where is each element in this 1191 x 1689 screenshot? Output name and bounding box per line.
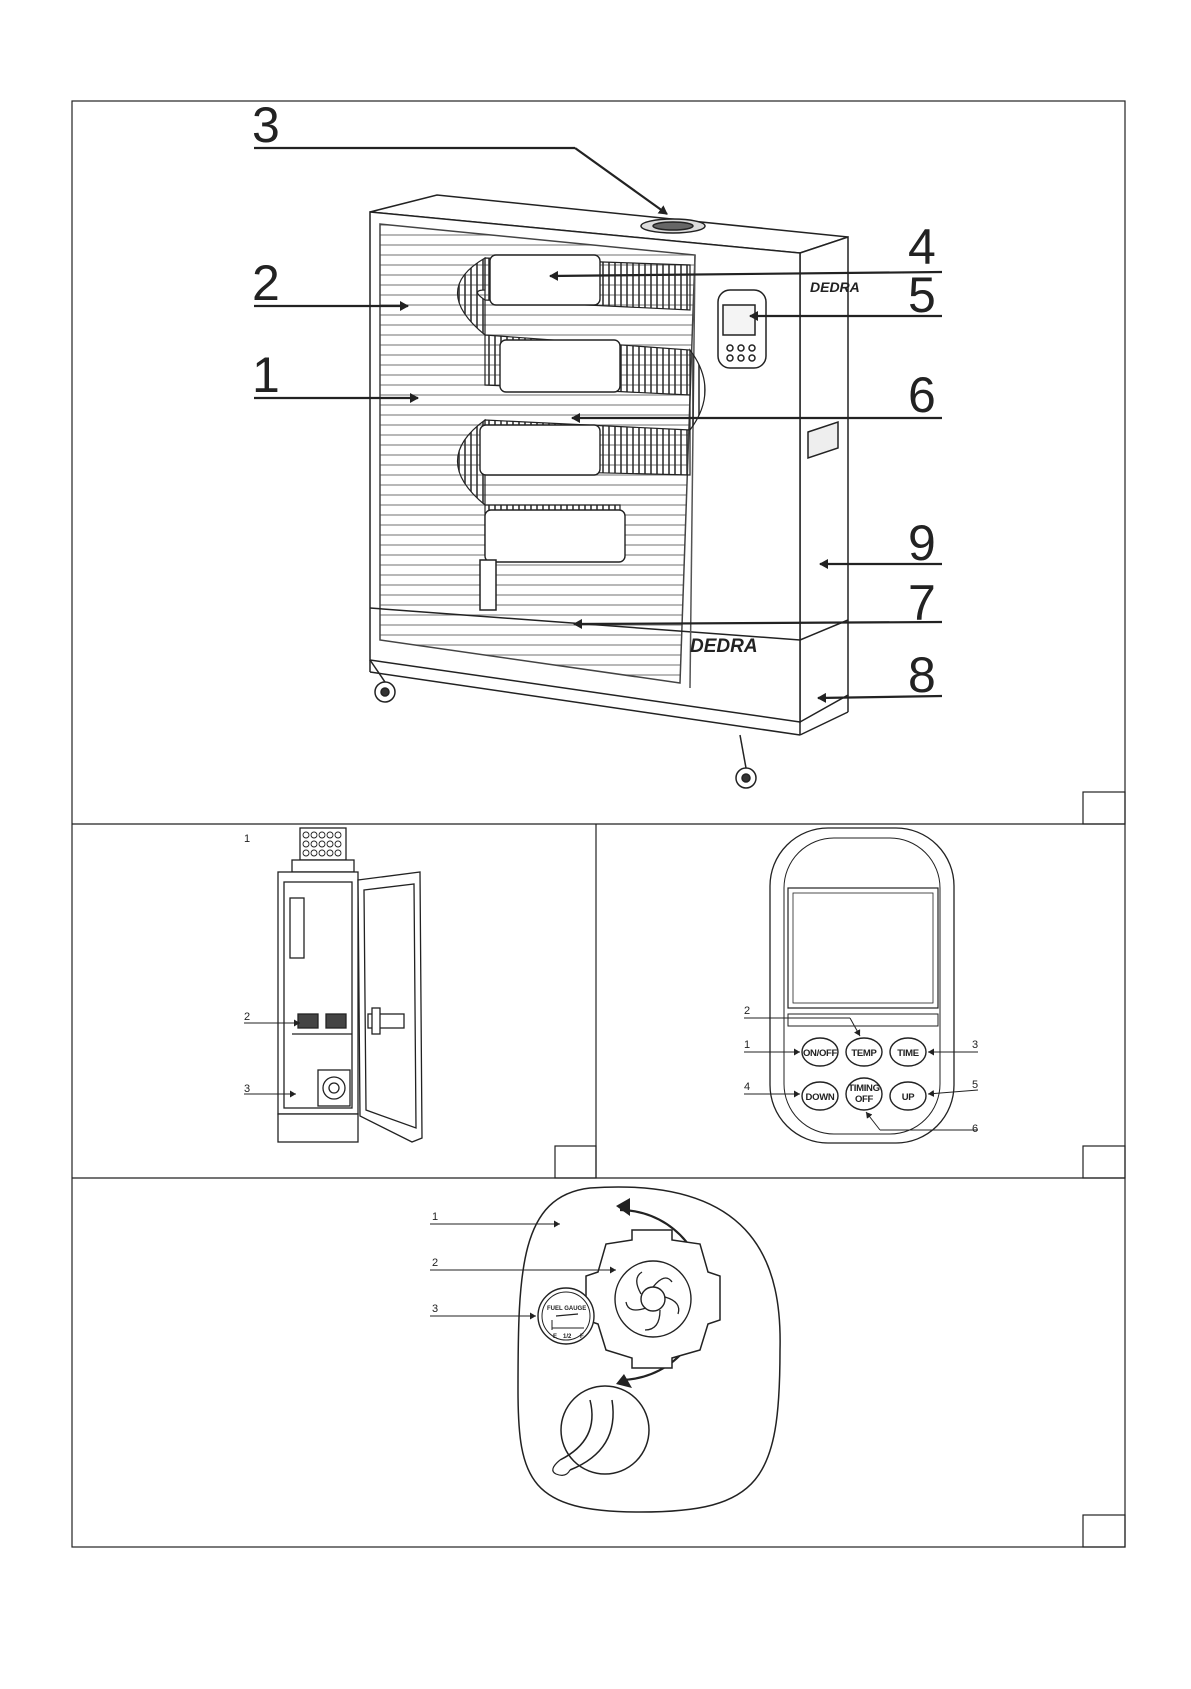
callout-8: 8 xyxy=(908,647,936,703)
callout-1: 1 xyxy=(252,347,280,403)
fuel-gauge-e: E xyxy=(553,1334,557,1340)
callout-4: 4 xyxy=(744,1081,750,1093)
callout-5: 5 xyxy=(908,267,936,323)
up-label: UP xyxy=(902,1092,916,1103)
callout-1: 1 xyxy=(432,1211,438,1223)
callout-1: 1 xyxy=(244,833,250,845)
callout-2: 2 xyxy=(244,1011,250,1023)
timing-label: TIMING xyxy=(848,1083,879,1094)
callout-3: 3 xyxy=(244,1083,250,1095)
callout-9: 9 xyxy=(908,515,936,571)
down-label: DOWN xyxy=(806,1092,835,1103)
temp-label: TEMP xyxy=(851,1048,877,1059)
figure2-callouts: 1 2 3 xyxy=(244,833,250,1095)
callout-2: 2 xyxy=(432,1257,438,1269)
callout-3: 3 xyxy=(972,1039,978,1051)
brand-logo-front: DEDRA xyxy=(690,636,758,657)
on-off-label: ON/OFF xyxy=(803,1048,838,1059)
callout-1: 1 xyxy=(744,1039,750,1051)
figure4-callouts: 1 2 3 xyxy=(432,1211,438,1315)
fuel-gauge-half: 1/2 xyxy=(563,1334,572,1340)
lcd-screen xyxy=(788,888,938,1008)
time-label: TIME xyxy=(897,1048,919,1059)
callout-5: 5 xyxy=(972,1079,978,1091)
callout-7: 7 xyxy=(908,575,936,631)
callout-6: 6 xyxy=(908,367,936,423)
fuel-gauge-title: FUEL GAUGE xyxy=(547,1306,586,1312)
callout-3: 3 xyxy=(252,97,280,153)
callout-2: 2 xyxy=(252,255,280,311)
callout-2: 2 xyxy=(744,1005,750,1017)
side-view-illustration xyxy=(278,828,422,1142)
brand-logo-top: DEDRA xyxy=(810,279,860,295)
callout-3: 3 xyxy=(432,1303,438,1315)
heater-illustration xyxy=(370,195,848,788)
fuel-gauge-f: F xyxy=(580,1334,584,1340)
off-label: OFF xyxy=(855,1094,874,1105)
callout-6: 6 xyxy=(972,1123,978,1135)
rear-detail-illustration xyxy=(518,1187,780,1512)
